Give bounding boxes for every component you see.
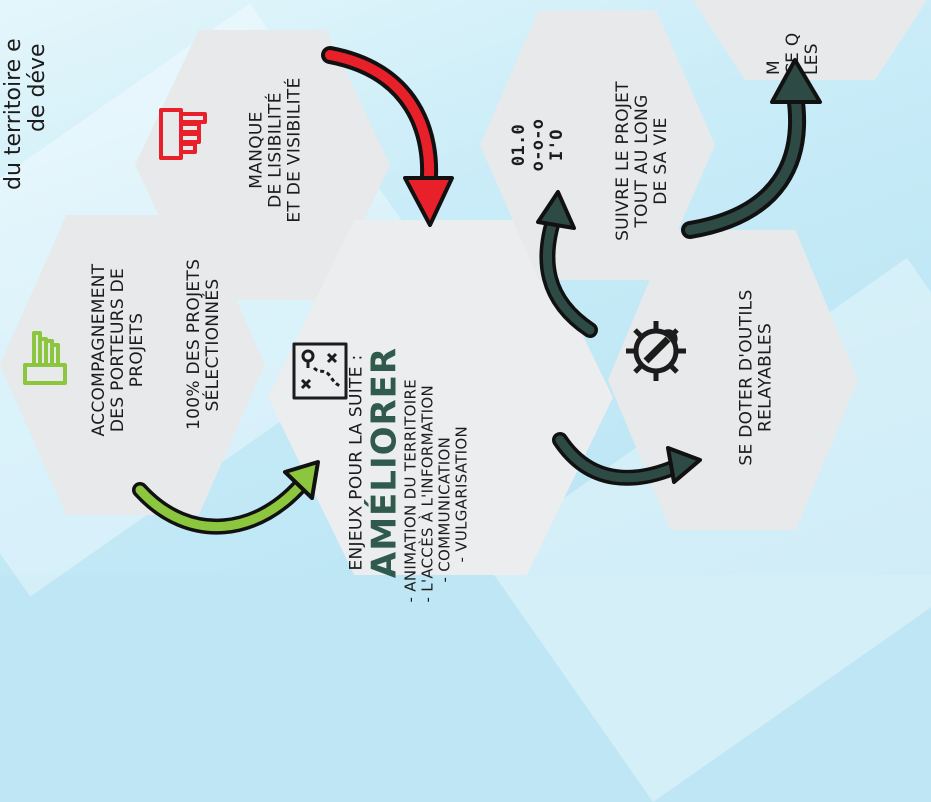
teal-arrow-up-icon: [536, 190, 598, 338]
thumb-green-icon: [23, 331, 67, 385]
green-arrow-icon: [132, 460, 320, 535]
thumb-red-icon: [159, 108, 207, 160]
teal-arrow-right-icon: [681, 58, 822, 239]
map-icon: [292, 342, 348, 400]
gear-wrench-icon: [626, 321, 686, 381]
red-arrow-icon: [321, 46, 454, 227]
teal-arrow-bottom-icon: [552, 432, 702, 486]
